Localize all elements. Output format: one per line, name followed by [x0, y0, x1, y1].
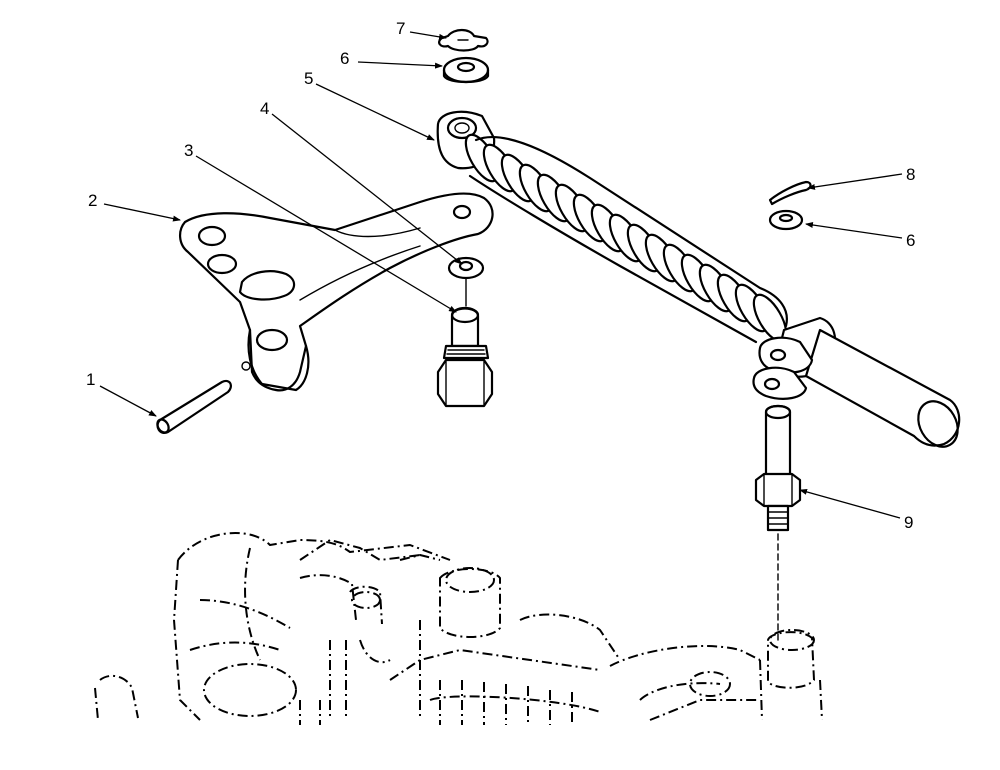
callout-labels: 1 2 3 4 5 6 6 7 8 9: [86, 19, 915, 532]
ball-stud-bolt: [436, 277, 494, 408]
mounting-bracket: [179, 192, 494, 392]
leader-lines: [99, 31, 903, 519]
callout-6-top: 6: [340, 49, 349, 68]
washer-top: [442, 56, 490, 84]
retaining-clip: [438, 28, 489, 52]
leader-1: [99, 385, 157, 417]
leader-4: [271, 113, 463, 265]
cotter-pin: [768, 180, 812, 206]
callout-6-right: 6: [906, 231, 915, 250]
callout-1: 1: [86, 370, 95, 389]
actuator-bellows: [436, 110, 961, 448]
mounting-stud: [754, 404, 802, 641]
leader-3: [195, 155, 457, 313]
callout-7: 7: [396, 19, 405, 38]
callout-3: 3: [184, 141, 193, 160]
callout-2: 2: [88, 191, 97, 210]
callout-5: 5: [304, 69, 313, 88]
leader-5: [315, 83, 435, 141]
callout-8: 8: [906, 165, 915, 184]
roll-pin: [156, 379, 232, 434]
small-washer: [447, 256, 485, 280]
leader-6b: [805, 222, 903, 239]
leader-8: [807, 173, 903, 190]
washer-right: [768, 209, 804, 231]
callout-4: 4: [260, 99, 269, 118]
leader-6a: [357, 61, 443, 69]
leader-7: [409, 31, 447, 40]
engine-housing-phantom: [94, 532, 823, 725]
leader-2: [103, 203, 181, 222]
leader-9: [799, 488, 901, 519]
callout-9: 9: [904, 513, 913, 532]
